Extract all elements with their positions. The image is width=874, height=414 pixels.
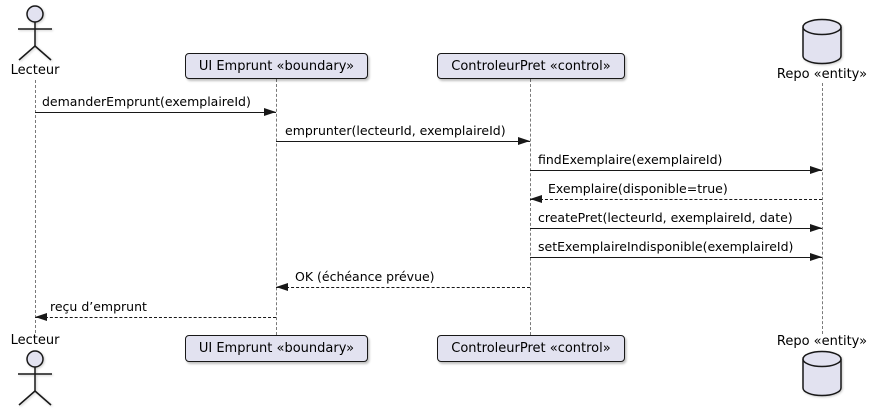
message-arrow <box>530 228 822 229</box>
message-label: createPret(lecteurId, exemplaireId, date… <box>538 210 793 225</box>
message-arrow <box>35 112 276 113</box>
message-label: Exemplaire(disponible=true) <box>548 181 728 196</box>
message-arrow <box>530 257 822 258</box>
message-label: demanderEmprunt(exemplaireId) <box>42 94 251 109</box>
arrowhead-icon <box>810 223 822 232</box>
actor-icon-bottom <box>18 350 52 406</box>
lifeline-controleur <box>530 79 531 335</box>
arrowhead-icon <box>518 136 530 145</box>
message-label: setExemplaireIndisponible(exemplaireId) <box>538 239 794 254</box>
message-label: OK (échéance prévue) <box>295 269 435 284</box>
lifeline-repo <box>821 83 823 334</box>
arrowhead-icon <box>810 252 822 261</box>
participant-ui-top: UI Emprunt «boundary» <box>185 53 368 79</box>
participant-ui-bottom: UI Emprunt «boundary» <box>185 335 368 362</box>
arrowhead-icon <box>35 312 47 321</box>
database-label-repo-bottom: Repo «entity» <box>776 334 868 349</box>
actor-icon-top <box>18 5 52 61</box>
message-label: findExemplaire(exemplaireId) <box>538 152 723 167</box>
arrowhead-icon <box>810 165 822 174</box>
message-arrow <box>530 170 822 171</box>
participant-controleur-top: ControleurPret «control» <box>437 53 625 79</box>
message-label: reçu d’emprunt <box>50 299 147 314</box>
database-icon-top <box>802 18 842 65</box>
message-label: emprunter(lecteurId, exemplaireId) <box>285 123 506 138</box>
database-label-repo-top: Repo «entity» <box>776 67 868 82</box>
database-icon-bottom <box>802 350 842 397</box>
message-arrow <box>35 317 276 318</box>
participant-controleur-bottom: ControleurPret «control» <box>437 335 625 362</box>
lifeline-lecteur <box>34 80 36 333</box>
arrowhead-icon <box>530 194 542 203</box>
actor-label-lecteur-bottom: Lecteur <box>10 333 60 348</box>
message-arrow <box>276 287 530 288</box>
arrowhead-icon <box>276 282 288 291</box>
message-arrow <box>530 199 822 200</box>
message-arrow <box>276 141 530 142</box>
actor-label-lecteur-top: Lecteur <box>10 63 60 78</box>
arrowhead-icon <box>264 107 276 116</box>
lifeline-ui <box>276 79 277 335</box>
